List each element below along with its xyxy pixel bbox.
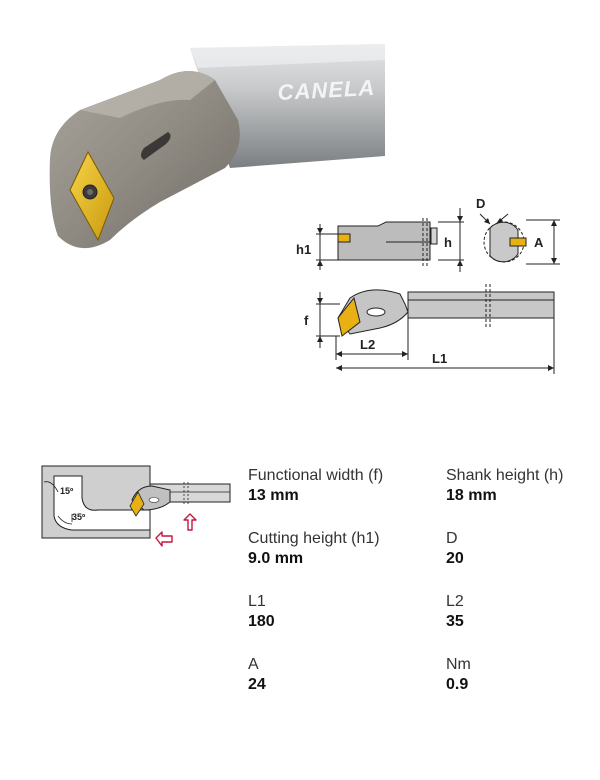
spec-l2: L2 35 bbox=[446, 592, 464, 632]
spec-label: Shank height (h) bbox=[446, 467, 564, 484]
sketch-insert bbox=[129, 491, 145, 517]
spec-label: D bbox=[446, 530, 458, 547]
feed-arrow-left bbox=[155, 531, 173, 547]
spec-value: 180 bbox=[248, 613, 275, 630]
brand-logo: CANELA bbox=[277, 75, 376, 105]
spec-shank-height: Shank height (h) 18 mm bbox=[446, 466, 563, 506]
label-f: f bbox=[304, 313, 309, 328]
label-h: h bbox=[444, 235, 452, 250]
spec-value: 9.0 mm bbox=[248, 550, 304, 567]
spec-label: Nm bbox=[446, 656, 471, 673]
spec-functional-width: Functional width (f) 13 mm bbox=[248, 466, 383, 506]
spec-value: 35 bbox=[446, 613, 464, 630]
side-view-body bbox=[337, 221, 431, 261]
label-d: D bbox=[476, 196, 485, 211]
spec-l1: L1 180 bbox=[248, 592, 275, 632]
feed-arrow-up bbox=[183, 513, 197, 531]
spec-label: Cutting height (h1) bbox=[248, 530, 380, 547]
label-l1: L1 bbox=[432, 351, 447, 366]
dimension-diagram: h1 h D A f L2 L1 bbox=[296, 196, 560, 374]
operation-sketch: 15º 35º bbox=[41, 465, 231, 547]
spec-value: 13 mm bbox=[248, 487, 299, 504]
angle-top: 15º bbox=[60, 486, 74, 496]
spec-value: 20 bbox=[446, 550, 464, 567]
spec-d: D 20 bbox=[446, 529, 464, 569]
spec-nm: Nm 0.9 bbox=[446, 655, 471, 695]
spec-value: 18 mm bbox=[446, 487, 497, 504]
spec-label: A bbox=[248, 656, 259, 673]
spec-a: A 24 bbox=[248, 655, 266, 695]
label-h1: h1 bbox=[296, 242, 311, 257]
tool-photo: CANELA bbox=[49, 44, 385, 249]
label-a: A bbox=[534, 235, 544, 250]
label-l2: L2 bbox=[360, 337, 375, 352]
spec-value: 0.9 bbox=[446, 676, 469, 693]
angle-bottom: 35º bbox=[72, 512, 86, 522]
spec-cutting-height: Cutting height (h1) 9.0 mm bbox=[248, 529, 380, 569]
spec-value: 24 bbox=[248, 676, 266, 693]
spec-label: Functional width (f) bbox=[248, 467, 384, 484]
spec-label: L2 bbox=[446, 593, 464, 610]
spec-label: L1 bbox=[248, 593, 266, 610]
